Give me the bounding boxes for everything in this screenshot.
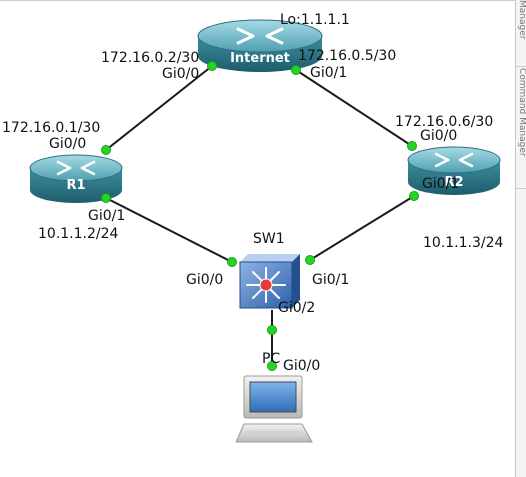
port-dot-internet-gi01[interactable] <box>291 65 301 75</box>
internet-gi01-ip-label: 172.16.0.5/30 <box>298 48 397 64</box>
sw1-switch-icon[interactable] <box>239 254 300 309</box>
port-dot-r1-gi00[interactable] <box>101 145 111 155</box>
pc-name-label: PC <box>262 351 281 367</box>
link-r2-sw1[interactable] <box>309 195 415 261</box>
r2-name-label: R2 <box>444 175 463 190</box>
internet-gi01-port-label: Gi0/1 <box>310 65 348 81</box>
r2-router-icon[interactable] <box>407 146 501 195</box>
side-panel-strip: Manager Command Manager <box>515 0 526 477</box>
r1-gi01-port-label: Gi0/1 <box>88 208 126 224</box>
port-dot-sw1-gi00[interactable] <box>227 257 237 267</box>
internet-name-label: Internet <box>230 51 290 66</box>
r1-router-icon[interactable] <box>29 154 123 203</box>
port-dot-sw1-gi02[interactable] <box>267 325 277 335</box>
r1-gi00-port-label: Gi0/0 <box>49 136 87 152</box>
r2-gi00-ip-label: 172.16.0.6/30 <box>395 114 494 130</box>
side-tab-manager[interactable]: Manager <box>516 0 526 67</box>
link-internet-r2[interactable] <box>295 69 413 147</box>
port-dot-pc-gi00[interactable] <box>267 361 277 371</box>
port-dot-r2-gi01[interactable] <box>409 191 419 201</box>
internet-gi00-port-label: Gi0/0 <box>162 66 200 82</box>
r1-gi00-ip-label: 172.16.0.1/30 <box>2 120 101 136</box>
internet-router-icon[interactable] <box>197 19 323 72</box>
pc-icon[interactable] <box>235 375 313 443</box>
internet-gi00-ip-label: 172.16.0.2/30 <box>101 50 200 66</box>
port-dot-r2-gi00[interactable] <box>407 141 417 151</box>
port-dot-r1-gi01[interactable] <box>101 193 111 203</box>
side-tab-command-manager[interactable]: Command Manager <box>516 68 526 189</box>
link-internet-r1[interactable] <box>105 65 213 151</box>
canvas-top-border <box>0 0 515 1</box>
sw1-name-label: SW1 <box>253 231 285 247</box>
r2-gi00-port-label: Gi0/0 <box>420 128 458 144</box>
r1-name-label: R1 <box>66 178 85 193</box>
pc-gi00-port-label: Gi0/0 <box>283 358 321 374</box>
port-dot-internet-gi00[interactable] <box>207 61 217 71</box>
port-dot-sw1-gi01[interactable] <box>305 255 315 265</box>
internet-loopback-label: Lo:1.1.1.1 <box>280 12 350 28</box>
sw1-gi01-port-label: Gi0/1 <box>312 272 350 288</box>
sw1-gi02-port-label: Gi0/2 <box>278 300 316 316</box>
r2-gi01-port-label: Gi0/1 <box>422 176 460 192</box>
r2-gi01-ip-label: 10.1.1.3/24 <box>423 235 504 251</box>
sw1-gi00-port-label: Gi0/0 <box>186 272 224 288</box>
r1-gi01-ip-label: 10.1.1.2/24 <box>38 226 119 242</box>
link-r1-sw1[interactable] <box>105 197 233 263</box>
